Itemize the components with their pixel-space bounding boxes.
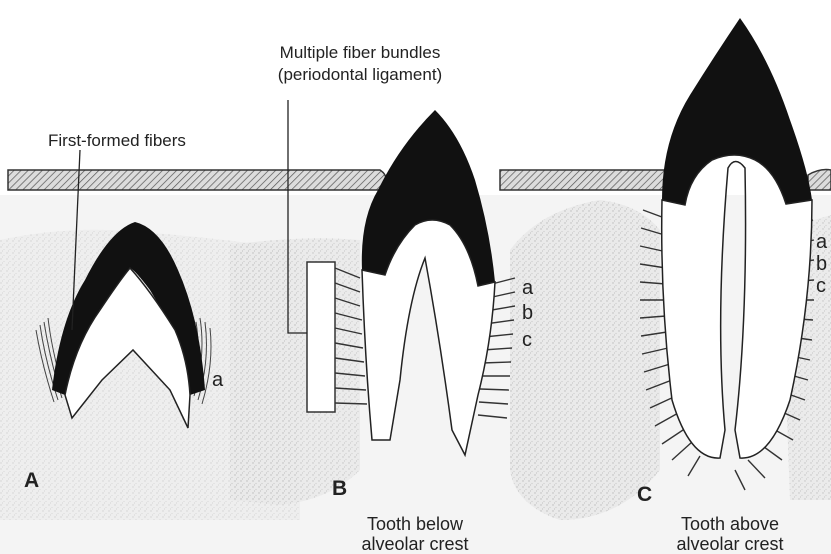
tooth-c-fiber-label-a: a (816, 232, 827, 252)
panel-b-letter: B (332, 478, 347, 500)
panel-b-caption-line1: Tooth below (330, 514, 500, 534)
tooth-b-fiber-label-b: b (522, 303, 533, 323)
panel-c-caption-line2: alveolar crest (640, 534, 820, 554)
tooth-b-fiber-label-c: c (522, 330, 532, 350)
multiple-fibers-line2: (periodontal ligament) (225, 64, 495, 86)
panel-c-caption-line1: Tooth above (640, 514, 820, 534)
ligament-bracket (307, 262, 335, 412)
tooth-c-fiber-label-c: c (816, 276, 826, 296)
tooth-b-fiber-label-a: a (522, 278, 533, 298)
panel-c-caption: Tooth above alveolar crest (640, 514, 820, 554)
multiple-fibers-line1: Multiple fiber bundles (225, 42, 495, 64)
panel-b-caption: Tooth below alveolar crest (330, 514, 500, 554)
tooth-a-fiber-label-a: a (212, 370, 223, 390)
panel-c-letter: C (637, 484, 652, 506)
first-formed-fibers-label: First-formed fibers (48, 130, 186, 152)
tooth-c-enamel (662, 18, 812, 205)
tooth-c-fiber-label-b: b (816, 254, 827, 274)
multiple-fibers-callout: Multiple fiber bundles (periodontal liga… (225, 42, 495, 86)
panel-a-letter: A (24, 470, 39, 492)
panel-b-caption-line2: alveolar crest (330, 534, 500, 554)
